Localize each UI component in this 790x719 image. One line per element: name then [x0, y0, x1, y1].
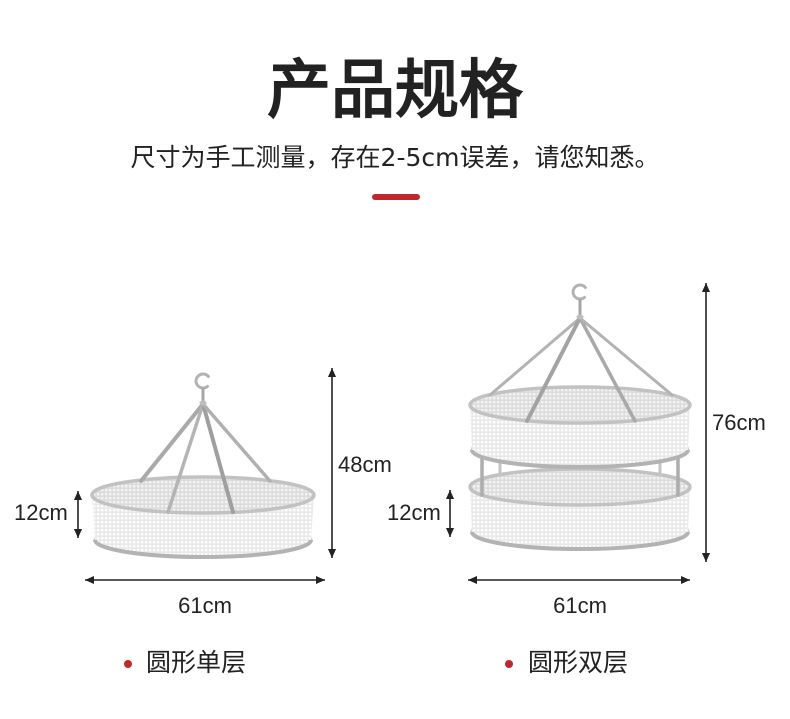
- bullet-dot-icon: [505, 660, 513, 668]
- bottom-ring: [93, 539, 313, 559]
- rack-mesh-wall: [92, 495, 314, 557]
- strap: [201, 402, 272, 483]
- double-layer-height-label: 12cm: [387, 500, 441, 525]
- hook-swivel: [199, 400, 207, 406]
- title-accent-bar: [372, 194, 420, 200]
- rack-inner-mesh: [93, 478, 313, 512]
- bottom-ring: [470, 449, 690, 469]
- hook: [571, 283, 587, 320]
- single-height-label: 48cm: [338, 452, 392, 477]
- product-name-double: 圆形双层: [528, 648, 629, 677]
- hook: [194, 372, 210, 406]
- hook-swivel: [576, 314, 584, 320]
- hanging-straps: [488, 316, 674, 423]
- hook-icon: [571, 283, 587, 301]
- bullet-dot-icon: [124, 660, 132, 668]
- rack-inner-mesh: [471, 388, 689, 422]
- double-diameter-label: 61cm: [553, 593, 607, 618]
- page-subtitle: 尺寸为手工测量，存在2-5cm误差，请您知悉。: [130, 143, 660, 172]
- strap: [139, 402, 205, 483]
- product-name-single: 圆形单层: [146, 648, 247, 677]
- hook-icon: [194, 372, 210, 390]
- single-layer-rack: [90, 372, 316, 559]
- rack-layer-upper: [468, 385, 692, 469]
- single-layer-height-label: 12cm: [14, 500, 68, 525]
- rack-mesh-wall: [470, 487, 690, 549]
- double-layer-rack: [468, 283, 692, 551]
- hanging-straps: [139, 402, 272, 514]
- strap: [166, 402, 205, 514]
- top-ring: [90, 475, 316, 515]
- single-diameter-label: 61cm: [178, 593, 232, 618]
- strap: [201, 402, 235, 514]
- top-ring: [468, 385, 692, 425]
- rack-mesh-wall: [470, 405, 690, 467]
- rack-inner-mesh: [471, 470, 689, 504]
- bottom-ring: [470, 531, 690, 551]
- strap: [578, 316, 674, 397]
- strap: [578, 316, 637, 423]
- double-height-label: 76cm: [712, 410, 766, 435]
- page-title: 产品规格: [267, 54, 523, 128]
- strap: [488, 316, 582, 397]
- rack-layer-lower: [468, 467, 692, 551]
- dimension-arrows: [73, 283, 711, 585]
- strap: [525, 316, 582, 423]
